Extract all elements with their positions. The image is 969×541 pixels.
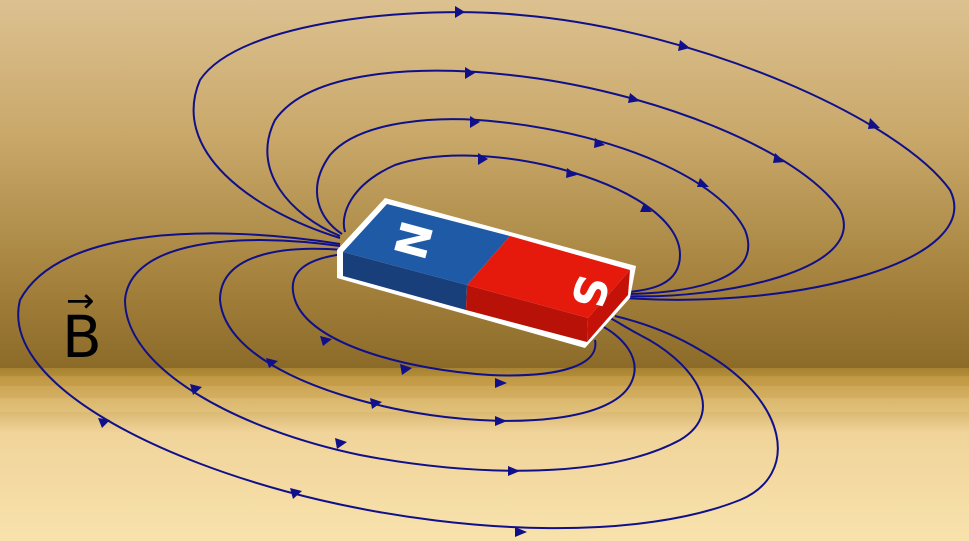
floor-band bbox=[0, 386, 969, 398]
field-arrow bbox=[455, 6, 465, 18]
field-line bbox=[123, 239, 704, 472]
field-arrow bbox=[470, 116, 480, 128]
field-line bbox=[342, 154, 682, 293]
field-line bbox=[218, 247, 636, 422]
field-line bbox=[291, 253, 597, 377]
field-arrow bbox=[478, 153, 488, 165]
field-arrow bbox=[320, 336, 332, 346]
floor-band bbox=[0, 376, 969, 386]
floor-band bbox=[0, 368, 969, 376]
field-arrow bbox=[868, 118, 880, 129]
field-line bbox=[316, 118, 750, 295]
field-arrow bbox=[495, 378, 507, 388]
magnet-north-top bbox=[343, 204, 510, 285]
field-arrow bbox=[190, 384, 202, 395]
magnet-north-side bbox=[343, 252, 467, 310]
field-arrow bbox=[640, 203, 652, 212]
magnetic-field-label: → B bbox=[60, 284, 120, 388]
floor-band bbox=[0, 398, 969, 412]
magnet-south-top bbox=[467, 236, 630, 318]
field-arrow bbox=[594, 138, 605, 148]
bar-magnet: N S bbox=[337, 198, 636, 348]
field-arrow bbox=[508, 466, 520, 476]
vector-arrow-icon: → bbox=[66, 281, 95, 321]
field-line bbox=[192, 11, 956, 301]
field-arrow bbox=[495, 416, 507, 426]
field-symbol: B bbox=[62, 303, 102, 371]
field-arrow bbox=[515, 527, 527, 537]
field-lines bbox=[17, 11, 956, 530]
field-arrow bbox=[370, 398, 382, 409]
magnet-south-end bbox=[587, 270, 630, 342]
field-arrow bbox=[566, 168, 577, 178]
field-arrow bbox=[465, 67, 475, 79]
field-arrow bbox=[773, 153, 785, 163]
field-arrow bbox=[98, 418, 110, 428]
field-arrow bbox=[266, 358, 278, 368]
field-line bbox=[266, 69, 845, 298]
field-line bbox=[17, 232, 779, 530]
field-arrow bbox=[697, 178, 709, 187]
field-arrow bbox=[335, 438, 347, 449]
magnet-south-side bbox=[466, 285, 588, 342]
field-arrow bbox=[678, 40, 690, 51]
field-arrow bbox=[290, 488, 302, 499]
field-arrows bbox=[98, 6, 880, 537]
field-arrow bbox=[628, 93, 640, 103]
field-arrow bbox=[400, 364, 412, 375]
